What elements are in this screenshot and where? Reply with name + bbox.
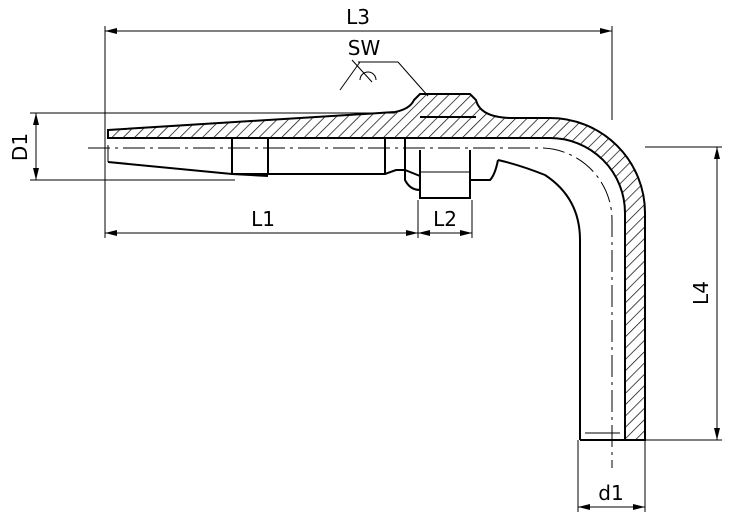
- label-d1-tube: d1: [598, 481, 623, 505]
- extension-lines: [30, 26, 722, 512]
- tube-outline: [107, 138, 645, 441]
- tube-section-hatched: [107, 93, 646, 441]
- label-l1: L1: [251, 207, 275, 231]
- label-l2: L2: [433, 207, 457, 231]
- label-sw: SW: [348, 36, 381, 60]
- dimension-labels: L3 SW L1 L2 D1 L4 d1: [8, 5, 713, 505]
- label-l4: L4: [689, 281, 713, 305]
- label-l3: L3: [346, 5, 370, 29]
- label-d1-outer: D1: [8, 133, 32, 161]
- centerlines: [88, 147, 613, 468]
- dimension-lines: [33, 28, 720, 510]
